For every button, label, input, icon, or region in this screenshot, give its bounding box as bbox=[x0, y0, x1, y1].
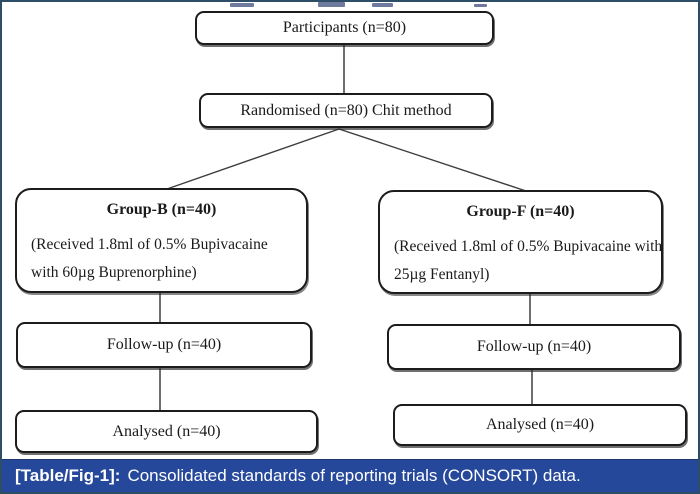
analysed-group-b-label: Analysed (n=40) bbox=[112, 422, 221, 440]
cropped-text-fragment bbox=[230, 3, 254, 7]
figure-caption-text: Consolidated standards of reporting tria… bbox=[127, 466, 581, 485]
group-f-detail-line2: 25µg Fentanyl) bbox=[394, 266, 490, 283]
node-followup-group-f: Follow-up (n=40) bbox=[387, 324, 681, 370]
cropped-text-fragment bbox=[372, 3, 393, 7]
cropped-text-fragment bbox=[474, 4, 487, 7]
figure-caption-bar: [Table/Fig-1]: Consolidated standards of… bbox=[2, 459, 698, 492]
node-group-b: Group-B (n=40) (Received 1.8ml of 0.5% B… bbox=[15, 188, 308, 293]
group-f-detail: (Received 1.8ml of 0.5% Bupivacaine with… bbox=[380, 233, 661, 289]
node-randomised: Randomised (n=80) Chit method bbox=[199, 93, 493, 128]
node-analysed-group-f: Analysed (n=40) bbox=[393, 404, 687, 446]
node-followup-group-b: Follow-up (n=40) bbox=[16, 322, 312, 368]
node-group-f: Group-F (n=40) (Received 1.8ml of 0.5% B… bbox=[378, 190, 663, 294]
node-participants: Participants (n=80) bbox=[195, 11, 494, 45]
analysed-group-f-label: Analysed (n=40) bbox=[485, 416, 595, 433]
followup-group-f-label: Follow-up (n=40) bbox=[476, 338, 592, 355]
group-f-detail-line1: (Received 1.8ml of 0.5% Bupivacaine with bbox=[394, 238, 663, 255]
cropped-text-fragment bbox=[318, 2, 345, 7]
node-analysed-group-b: Analysed (n=40) bbox=[15, 410, 318, 453]
node-randomised-label: Randomised (n=80) Chit method bbox=[240, 101, 452, 119]
group-b-detail-line1: (Received 1.8ml of 0.5% Bupivacaine bbox=[31, 236, 268, 253]
figure-caption-label: [Table/Fig-1]: bbox=[15, 466, 121, 485]
group-f-title: Group-F (n=40) bbox=[466, 203, 575, 220]
followup-group-b-label: Follow-up (n=40) bbox=[106, 336, 222, 353]
group-b-detail-line2: with 60µg Buprenorphine) bbox=[31, 264, 197, 281]
group-b-detail: (Received 1.8ml of 0.5% Bupivacaine with… bbox=[17, 231, 306, 287]
group-b-title: Group-B (n=40) bbox=[106, 201, 217, 218]
node-participants-label: Participants (n=80) bbox=[282, 19, 407, 36]
